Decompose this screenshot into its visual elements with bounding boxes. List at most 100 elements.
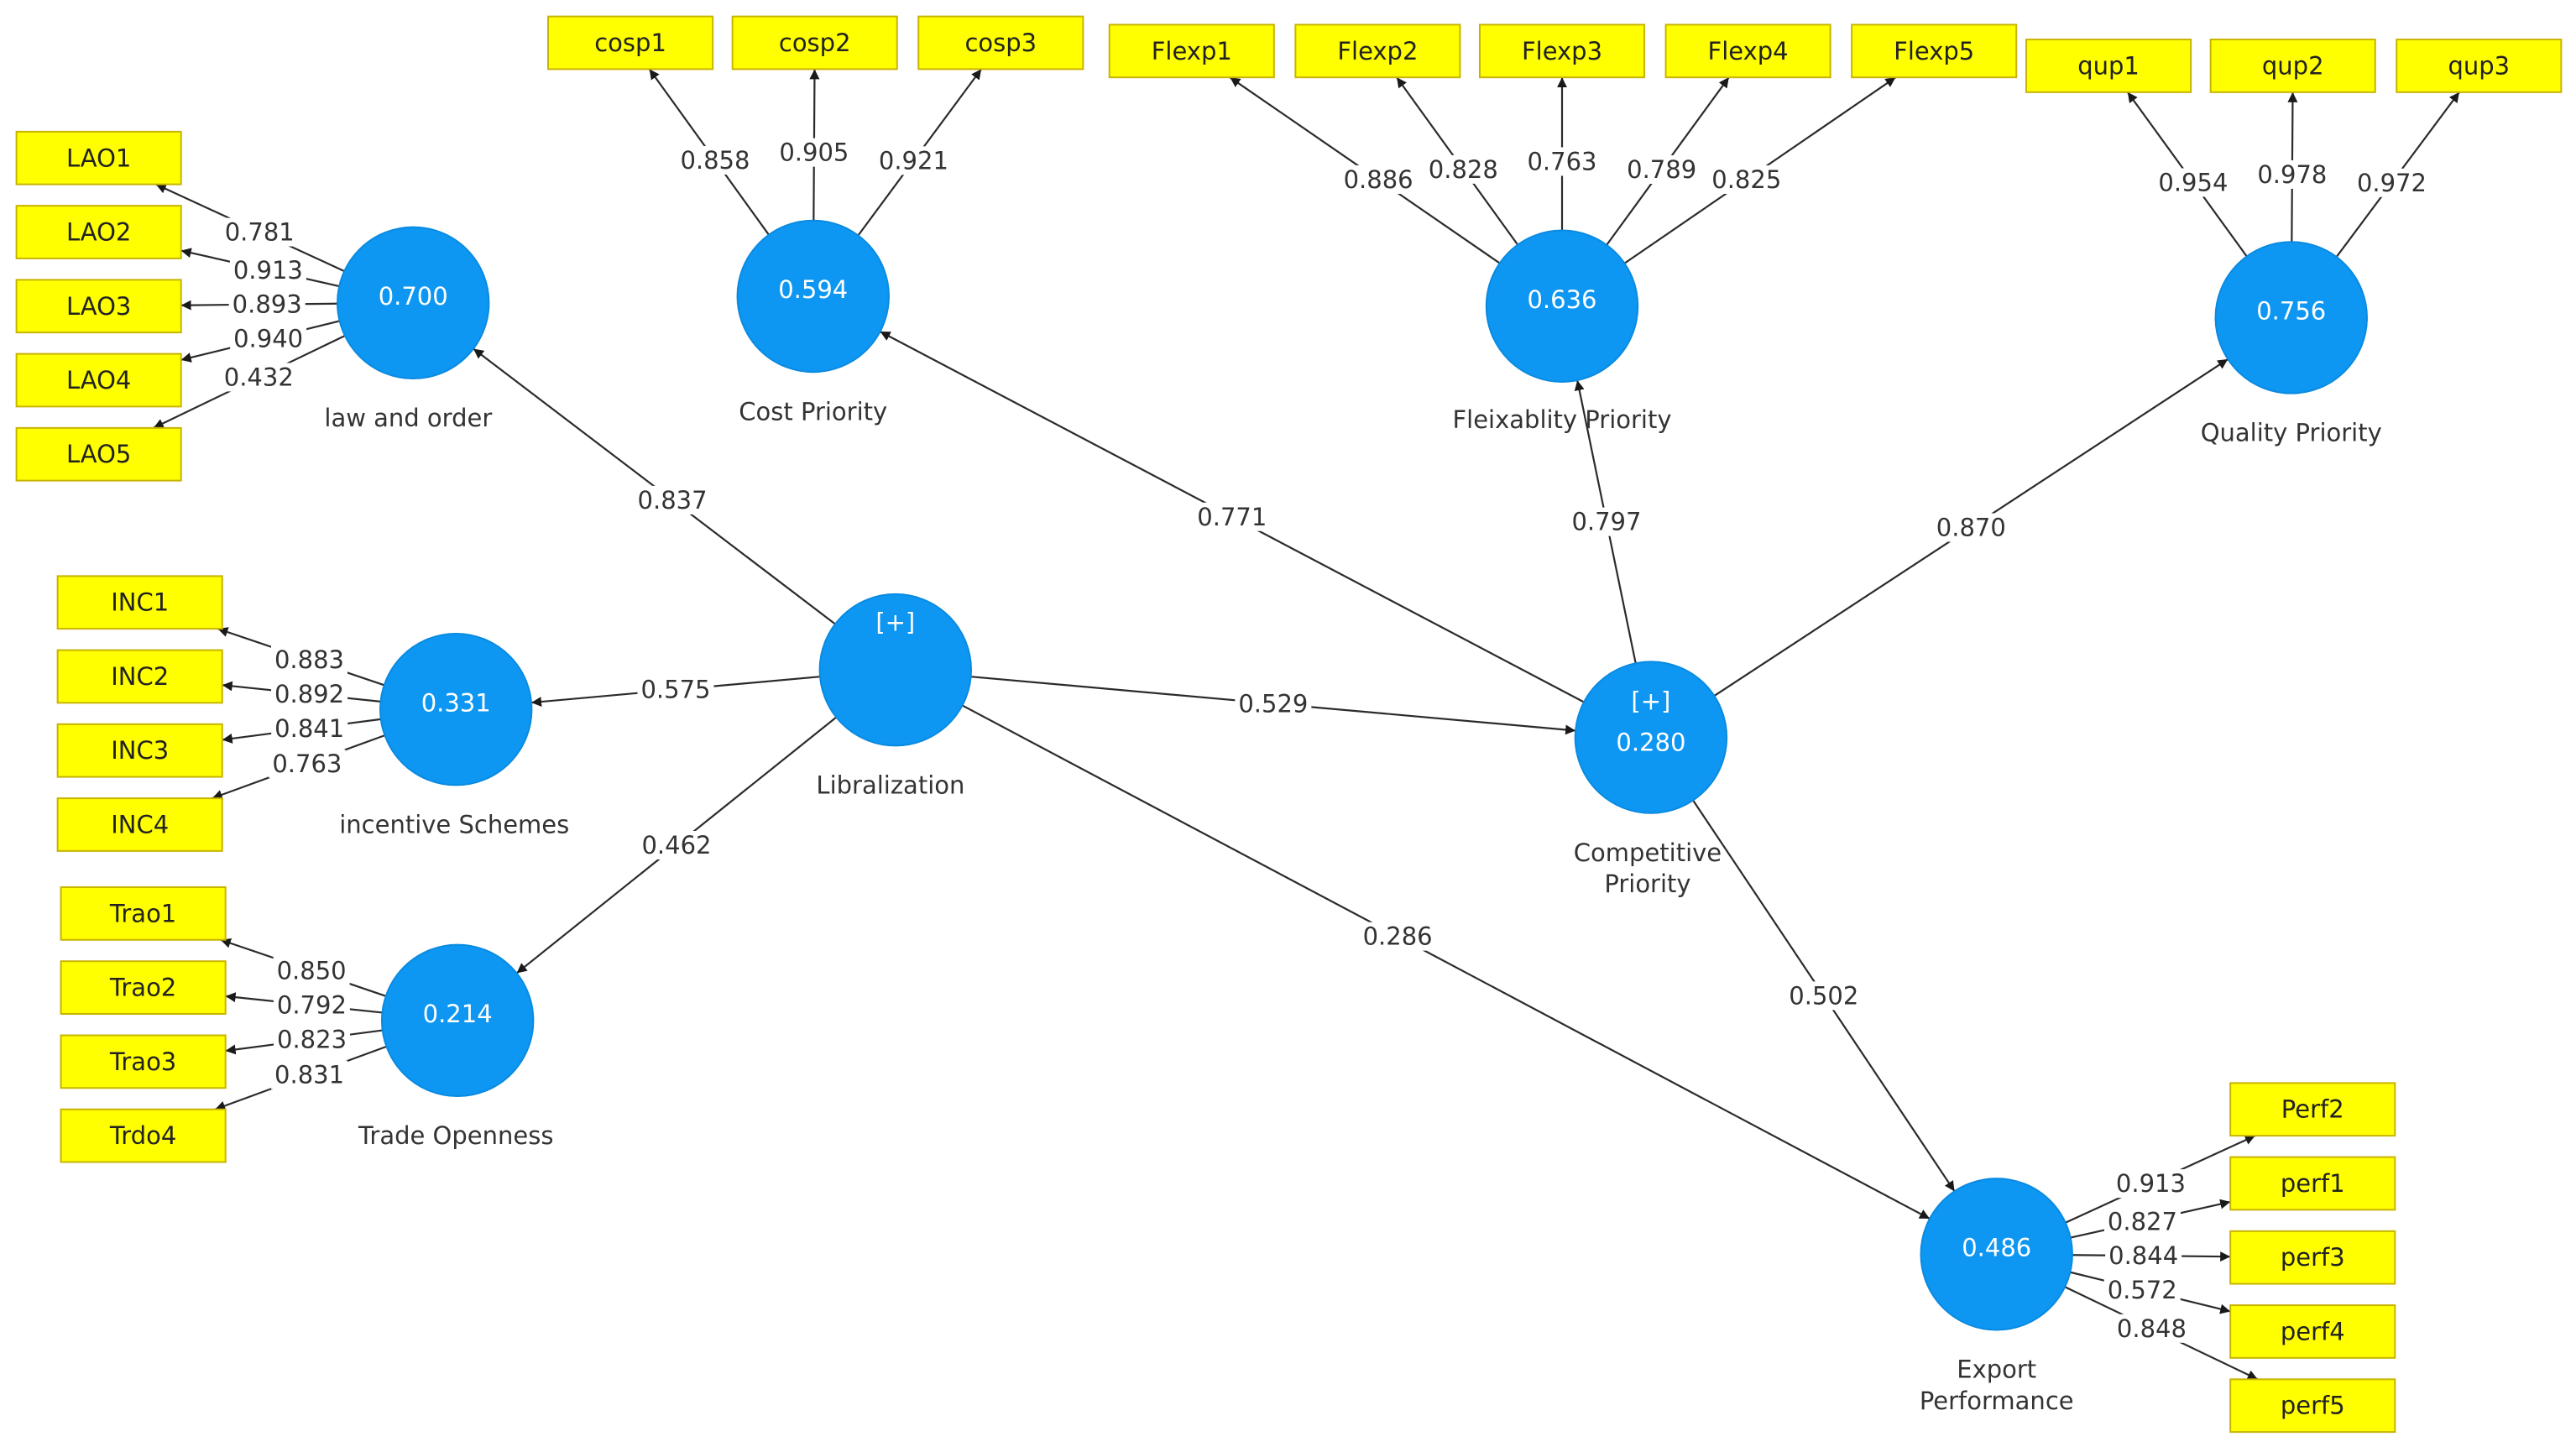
loading-inc-inc4-label-group: 0.763 bbox=[269, 749, 346, 778]
path-lib-lao-label-bg bbox=[634, 485, 711, 515]
indicator-perf1[interactable]: perf1 bbox=[2229, 1156, 2396, 1211]
latent-exp-name-line-1: Export bbox=[1957, 1356, 2036, 1384]
indicator-flexp2[interactable]: Flexp2 bbox=[1294, 24, 1461, 79]
indicator-perf5[interactable]: perf5 bbox=[2229, 1378, 2396, 1434]
loading-exp-perf5-label-group: 0.848 bbox=[2113, 1314, 2190, 1343]
indicator-trdo4[interactable]: Trdo4 bbox=[60, 1108, 227, 1163]
indicator-trao1[interactable]: Trao1 bbox=[60, 885, 227, 941]
loading-flex-flexp2-label-group: 0.828 bbox=[1424, 154, 1502, 184]
path-comp-flex-label: 0.797 bbox=[1571, 508, 1641, 536]
indicator-flexp1[interactable]: Flexp1 bbox=[1108, 24, 1275, 79]
indicator-flexp3[interactable]: Flexp3 bbox=[1478, 24, 1646, 79]
indicator-trao3[interactable]: Trao3 bbox=[60, 1034, 227, 1089]
latent-lao-name: law and order bbox=[324, 404, 492, 432]
loading-lao-lao4-label-group: 0.940 bbox=[230, 324, 307, 353]
latent-comp-expand-marker[interactable]: [+] bbox=[1631, 687, 1670, 715]
indicator-inc4-box bbox=[56, 797, 223, 852]
loading-trade-trdo4-label-group: 0.831 bbox=[271, 1060, 348, 1089]
loading-qual-qup3-label-group: 0.972 bbox=[2353, 168, 2430, 197]
indicator-flexp3-label: Flexp3 bbox=[1522, 37, 1602, 65]
indicator-inc4[interactable]: INC4 bbox=[56, 797, 223, 852]
indicator-inc2-label: INC2 bbox=[111, 662, 169, 691]
loading-flex-flexp1-label: 0.886 bbox=[1344, 165, 1413, 194]
loading-lao-lao5-label-group: 0.432 bbox=[220, 363, 297, 392]
indicator-lao2-box bbox=[15, 205, 182, 259]
loading-lao-lao4-label-bg bbox=[230, 324, 307, 353]
indicator-cosp3-label: cosp3 bbox=[964, 29, 1037, 57]
indicator-inc1[interactable]: INC1 bbox=[56, 575, 223, 630]
loading-lao-lao3-label: 0.893 bbox=[233, 290, 302, 319]
loading-cost-cosp1-label-bg bbox=[677, 145, 754, 175]
indicator-flexp4[interactable]: Flexp4 bbox=[1664, 24, 1831, 79]
indicator-flexp5[interactable]: Flexp5 bbox=[1851, 24, 2018, 79]
loading-lao-lao5-label: 0.432 bbox=[224, 363, 294, 391]
indicator-lao2-label: LAO2 bbox=[66, 218, 131, 247]
indicator-flexp2-box bbox=[1294, 24, 1461, 79]
indicator-lao5[interactable]: LAO5 bbox=[15, 426, 182, 482]
indicator-inc3[interactable]: INC3 bbox=[56, 723, 223, 778]
indicator-cosp2[interactable]: cosp2 bbox=[731, 15, 898, 71]
indicator-perf3[interactable]: perf3 bbox=[2229, 1230, 2396, 1285]
loading-flex-flexp3-label-bg bbox=[1523, 147, 1601, 176]
indicator-lao1[interactable]: LAO1 bbox=[15, 130, 182, 185]
indicator-perf4[interactable]: perf4 bbox=[2229, 1304, 2396, 1359]
loading-flex-flexp3-label-group: 0.763 bbox=[1523, 147, 1601, 176]
latent-qual-name: Quality Priority bbox=[2201, 419, 2382, 447]
latent-comp-name-line-1: Competitive bbox=[1574, 838, 1722, 867]
indicator-qup1[interactable]: qup1 bbox=[2025, 39, 2192, 93]
indicator-qup1-label: qup1 bbox=[2077, 51, 2140, 80]
indicator-qup2[interactable]: qup2 bbox=[2209, 39, 2376, 93]
indicator-lao3[interactable]: LAO3 bbox=[15, 279, 182, 334]
indicator-qup3[interactable]: qup3 bbox=[2396, 39, 2563, 93]
path-lib-exp-arrow bbox=[961, 704, 1931, 1220]
loading-trade-trdo4-label: 0.831 bbox=[274, 1061, 344, 1089]
latent-cost-name: Cost Priority bbox=[739, 397, 887, 426]
loading-exp-perf3-label-bg bbox=[2105, 1241, 2182, 1271]
latent-exp-r-squared: 0.486 bbox=[1962, 1233, 2031, 1262]
latent-comp-name-line-2: Priority bbox=[1604, 870, 1690, 898]
latent-lib-name: Libralization bbox=[816, 771, 964, 799]
indicator-lao4[interactable]: LAO4 bbox=[15, 353, 182, 408]
indicator-inc2[interactable]: INC2 bbox=[56, 649, 223, 704]
loading-qual-qup3-label: 0.972 bbox=[2357, 169, 2427, 197]
indicator-cosp1[interactable]: cosp1 bbox=[547, 15, 714, 71]
indicator-perf2[interactable]: Perf2 bbox=[2229, 1082, 2396, 1137]
loading-qual-qup2-label-group: 0.978 bbox=[2254, 159, 2331, 189]
loading-exp-perf4-label-group: 0.572 bbox=[2103, 1275, 2181, 1304]
indicator-lao2[interactable]: LAO2 bbox=[15, 205, 182, 259]
latent-flex-r-squared: 0.636 bbox=[1527, 285, 1596, 314]
loading-cost-cosp2-label-group: 0.905 bbox=[776, 138, 853, 167]
path-lib-lao-label-group: 0.837 bbox=[634, 485, 711, 515]
indicator-perf1-label: perf1 bbox=[2281, 1169, 2345, 1198]
latent-comp-circle bbox=[1574, 661, 1728, 814]
loading-qual-qup2-label: 0.978 bbox=[2257, 160, 2327, 189]
path-comp-exp-label-bg bbox=[1785, 981, 1863, 1011]
loading-lao-lao1-label-group: 0.781 bbox=[221, 217, 298, 247]
indicator-lao4-box bbox=[15, 353, 182, 408]
indicator-inc3-label: INC3 bbox=[111, 736, 169, 765]
latent-lib-expand-marker[interactable]: [+] bbox=[875, 608, 915, 636]
latent-exp-circle bbox=[1920, 1178, 2073, 1331]
loading-inc-inc4-label: 0.763 bbox=[272, 750, 342, 778]
path-lib-comp-label-bg bbox=[1235, 689, 1312, 718]
indicator-perf2-label: Perf2 bbox=[2281, 1095, 2344, 1124]
indicator-perf5-label: perf5 bbox=[2281, 1392, 2345, 1420]
indicator-flexp4-box bbox=[1664, 24, 1831, 79]
loading-flex-flexp4-label: 0.789 bbox=[1627, 155, 1696, 184]
latent-lib[interactable]: [+] Libralization bbox=[816, 593, 973, 799]
loading-flex-flexp4-label-bg bbox=[1623, 154, 1701, 184]
loading-lao-lao3-label-group: 0.893 bbox=[228, 290, 306, 319]
path-comp-exp-label-group: 0.502 bbox=[1785, 981, 1863, 1011]
indicator-cosp3[interactable]: cosp3 bbox=[917, 15, 1084, 71]
indicator-lao3-label: LAO3 bbox=[66, 292, 131, 321]
indicator-trao2[interactable]: Trao2 bbox=[60, 960, 227, 1015]
